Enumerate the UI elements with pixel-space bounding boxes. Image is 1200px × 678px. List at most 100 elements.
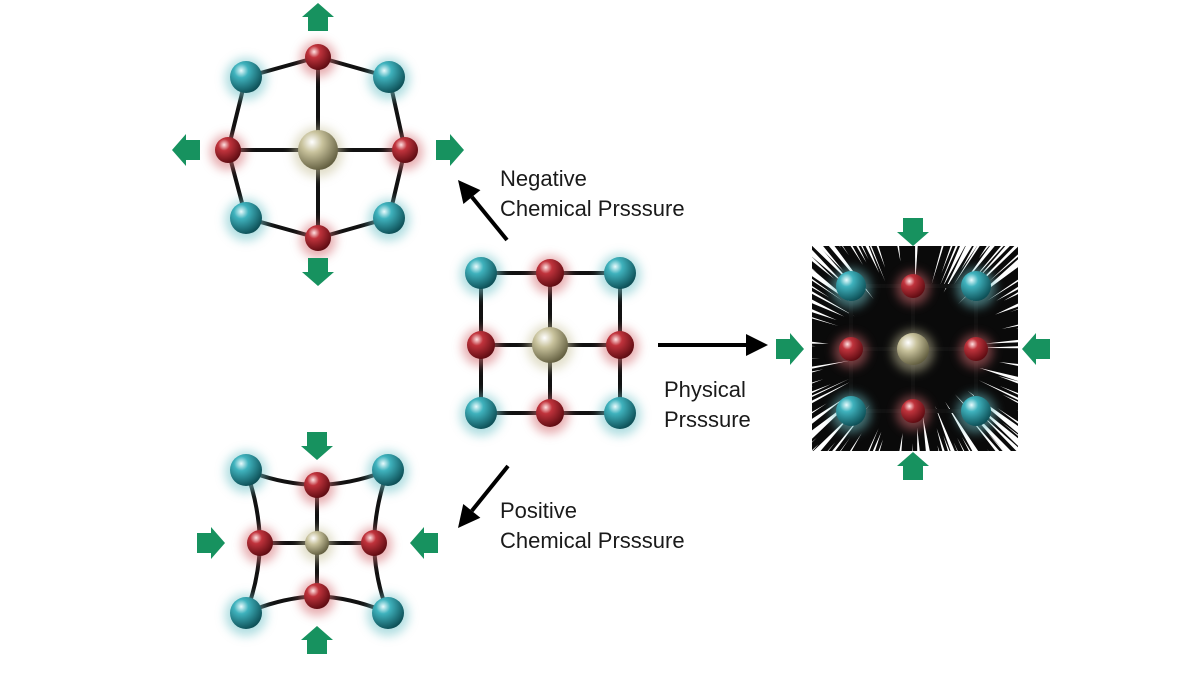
burst-line	[794, 473, 854, 587]
burst-line	[703, 433, 805, 515]
burst-line	[931, 91, 959, 233]
edge-atom	[305, 44, 331, 70]
burst-line	[688, 207, 830, 298]
burst-line	[937, 445, 988, 604]
pressure-arrow-up	[301, 626, 333, 654]
center-atom	[298, 130, 338, 170]
pressure-arrow-up	[302, 3, 334, 31]
pressure-arrow-down	[301, 432, 333, 460]
burst-line	[810, 107, 886, 282]
corner-atom	[230, 597, 262, 629]
corner-atom	[961, 396, 991, 426]
burst-line	[960, 138, 1077, 287]
burst-line	[706, 183, 818, 273]
burst-line	[799, 108, 880, 274]
burst-line	[841, 478, 881, 604]
burst-line	[754, 132, 842, 249]
pressure-arrow-left	[1022, 333, 1050, 365]
burst-line	[696, 398, 845, 508]
burst-line	[945, 401, 1056, 576]
burst-line	[759, 437, 851, 563]
burst-line	[734, 150, 844, 272]
burst-line	[717, 163, 844, 284]
edge-atom	[606, 331, 634, 359]
burst-line	[1029, 226, 1150, 292]
burst-line	[884, 89, 902, 217]
burst-line	[954, 394, 1095, 545]
burst-line	[1033, 271, 1165, 315]
burst-line	[936, 428, 996, 601]
burst-line	[943, 435, 1007, 597]
pressure-arrow-down	[897, 218, 929, 246]
burst-line	[657, 369, 824, 415]
negative-pressure-lattice	[172, 3, 464, 286]
edge-atom	[304, 472, 330, 498]
edge-atom	[536, 399, 564, 427]
burst-line	[680, 381, 851, 475]
burst-line	[655, 369, 780, 396]
burst-line	[653, 357, 821, 378]
burst-line	[1033, 375, 1168, 410]
burst-line	[966, 150, 1086, 288]
corner-atom	[230, 454, 262, 486]
burst-line	[653, 347, 796, 369]
burst-line	[943, 115, 1046, 293]
burst-line	[851, 92, 888, 226]
physical-label-line2: Prsssure	[664, 407, 751, 432]
corner-atom	[465, 397, 497, 429]
burst-line	[938, 459, 979, 605]
burst-line	[663, 268, 839, 327]
burst-line	[922, 415, 961, 608]
burst-line	[999, 385, 1155, 457]
burst-line	[1030, 259, 1162, 310]
burst-line	[939, 107, 1019, 286]
burst-line	[822, 100, 886, 268]
burst-line	[767, 458, 842, 569]
burst-line	[684, 406, 813, 486]
burst-line	[657, 283, 798, 324]
corner-atom	[373, 202, 405, 234]
burst-line	[664, 379, 824, 439]
burst-line	[828, 100, 871, 218]
pressure-arrow-right	[776, 333, 804, 365]
pressure-arrow-right	[197, 527, 225, 559]
edge-atom	[467, 331, 495, 359]
burst-line	[655, 308, 782, 331]
edge-atom	[392, 137, 418, 163]
burst-line	[983, 322, 1173, 344]
burst-line	[750, 404, 870, 557]
corner-atom	[373, 61, 405, 93]
positive-pressure-lattice	[197, 432, 438, 654]
transition-arrow-head	[458, 503, 481, 528]
burst-line	[812, 431, 882, 595]
burst-line	[980, 413, 1105, 534]
transition-arrows	[458, 180, 768, 528]
edge-atom	[839, 337, 863, 361]
pressure-arrow-right	[436, 134, 464, 166]
reference-lattice	[460, 254, 641, 436]
burst-line	[896, 89, 908, 236]
center-atom	[532, 327, 568, 363]
positive-pressure-label: Positive Chemical Prsssure	[500, 496, 685, 556]
burst-line	[772, 432, 862, 574]
edge-atom	[361, 530, 387, 556]
burst-line	[997, 408, 1130, 503]
burst-line	[728, 154, 855, 287]
corner-atom	[836, 396, 866, 426]
burst-line	[958, 162, 1100, 305]
burst-line	[866, 90, 901, 262]
burst-line	[1038, 393, 1160, 443]
burst-line	[996, 212, 1142, 301]
corner-atom	[836, 271, 866, 301]
burst-line	[1009, 252, 1158, 313]
burst-line	[931, 462, 963, 607]
physical-label-line1: Physical	[664, 377, 746, 402]
negative-label-line1: Negative	[500, 166, 587, 191]
burst-line	[869, 450, 899, 607]
edge-atom	[901, 399, 925, 423]
burst-line	[986, 448, 1072, 561]
center-atom	[305, 531, 329, 555]
transition-arrow-head	[458, 180, 481, 204]
corner-atom	[230, 202, 262, 234]
burst-line	[690, 403, 827, 493]
